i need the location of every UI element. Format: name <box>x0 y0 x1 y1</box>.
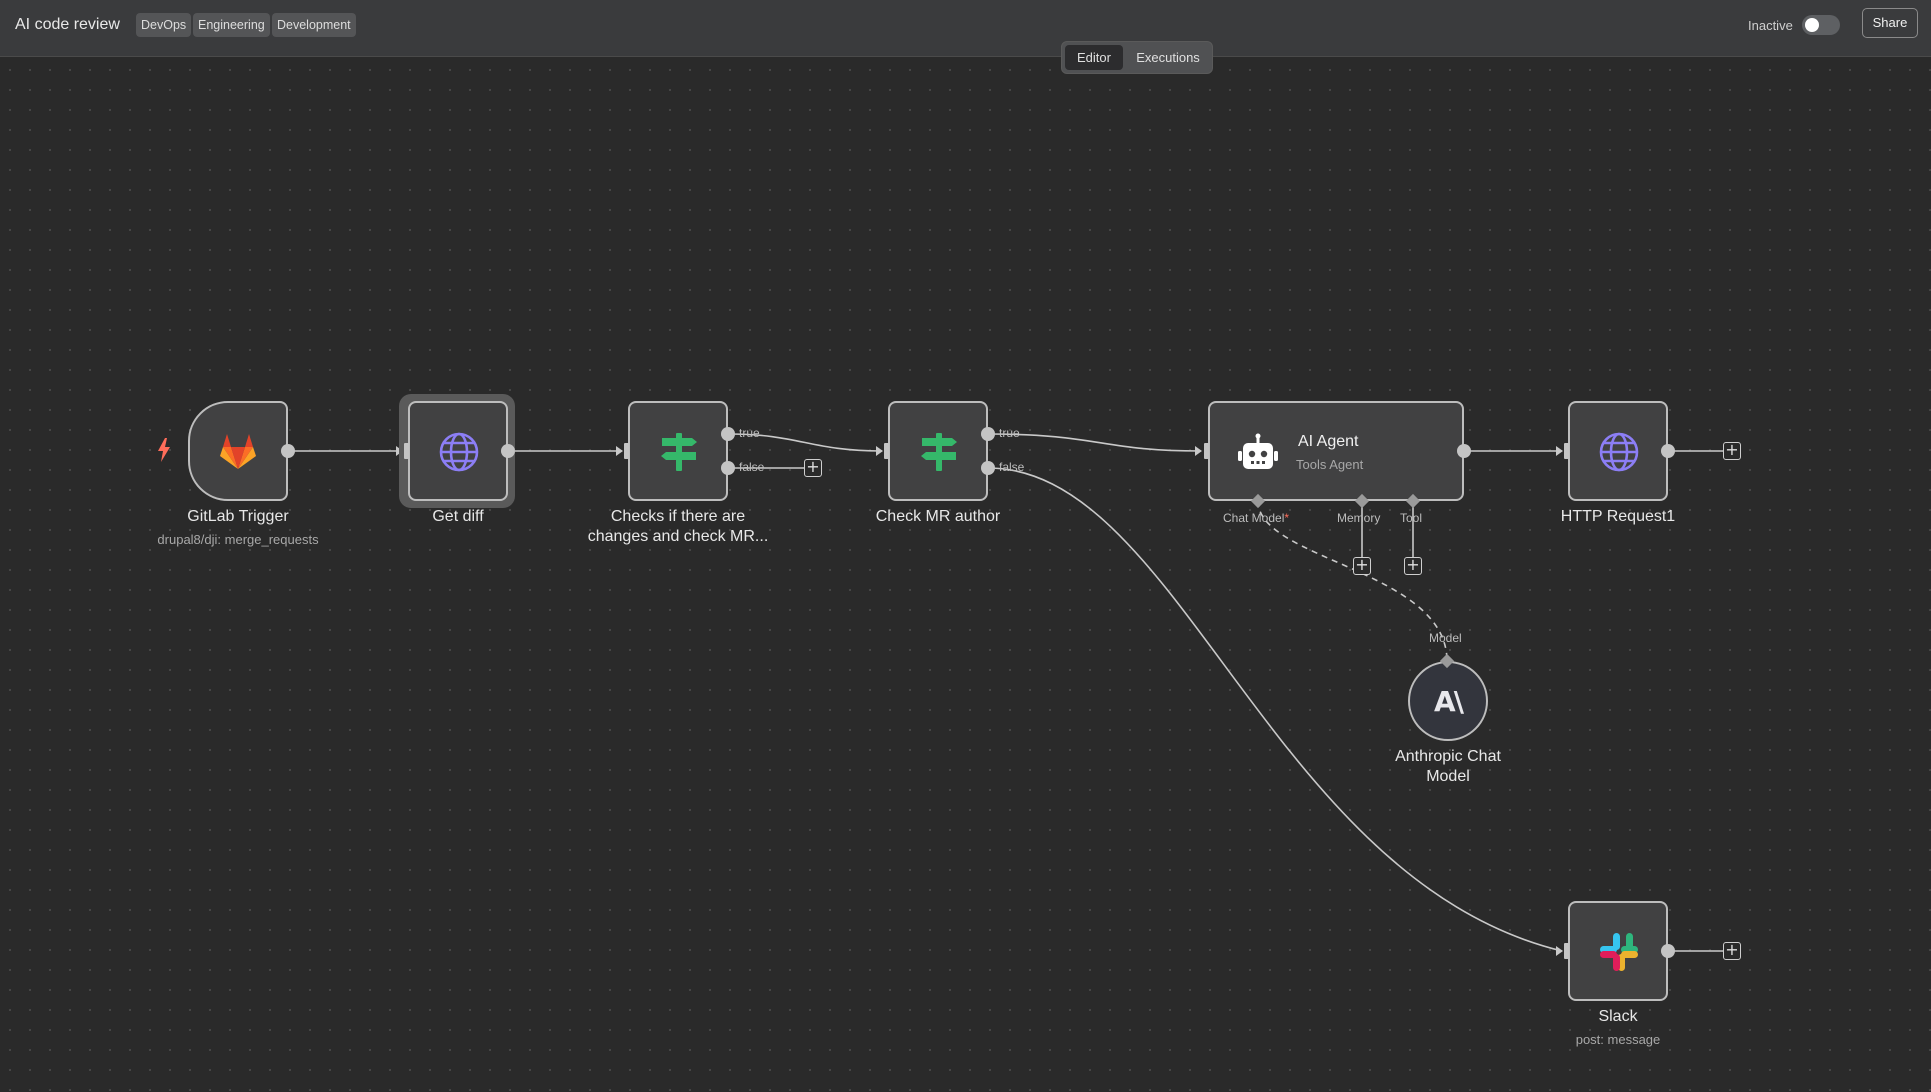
add-node-plus-button[interactable]: + <box>804 459 822 477</box>
share-button[interactable]: Share <box>1862 8 1918 38</box>
node-get-diff[interactable] <box>408 401 508 501</box>
output-handle[interactable] <box>1661 944 1675 958</box>
add-node-plus-button[interactable]: + <box>1723 942 1741 960</box>
globe-icon <box>1599 432 1639 472</box>
tag-engineering[interactable]: Engineering <box>193 13 270 37</box>
tag-development[interactable]: Development <box>272 13 356 37</box>
top-bar: AI code review DevOps Engineering Develo… <box>0 0 1931 57</box>
node-subtitle: Tools Agent <box>1296 457 1364 472</box>
arrowhead <box>1556 446 1563 456</box>
input-handle[interactable] <box>884 443 889 459</box>
output-handle[interactable] <box>281 444 295 458</box>
output-label-false: false <box>999 460 1025 474</box>
output-handle-true[interactable] <box>981 427 995 441</box>
node-label: Slack <box>1598 1008 1638 1025</box>
toggle-knob <box>1805 18 1819 32</box>
input-handle[interactable] <box>1204 443 1209 459</box>
node-anthropic-chat-model[interactable]: A\ <box>1408 661 1488 741</box>
workflow-title[interactable]: AI code review <box>15 16 120 33</box>
output-label-true: true <box>739 426 760 440</box>
output-handle-false[interactable] <box>981 461 995 475</box>
input-handle[interactable] <box>624 443 629 459</box>
signpost-icon <box>661 433 697 471</box>
node-checks-changes[interactable] <box>628 401 728 501</box>
output-handle[interactable] <box>1457 444 1471 458</box>
node-label: HTTP Request1 <box>1560 508 1676 525</box>
view-switch: Editor Executions <box>1061 41 1213 74</box>
globe-icon <box>439 432 479 472</box>
output-label-false: false <box>739 460 765 474</box>
gitlab-icon <box>220 434 256 469</box>
node-ai-agent[interactable]: AI Agent Tools Agent <box>1208 401 1464 501</box>
active-status-label: Inactive <box>1748 18 1793 33</box>
output-label-true: true <box>999 426 1020 440</box>
node-label-line2: changes and check MR... <box>587 528 769 545</box>
output-handle[interactable] <box>501 444 515 458</box>
port-label-model: Model <box>1429 631 1462 645</box>
node-label-line1: Checks if there are <box>610 508 746 525</box>
active-toggle[interactable] <box>1802 15 1840 35</box>
add-memory-plus-button[interactable]: + <box>1353 557 1371 575</box>
input-handle[interactable] <box>1564 443 1569 459</box>
node-label: Get diff <box>432 508 484 525</box>
node-label-line1: Anthropic Chat <box>1395 748 1501 765</box>
node-sublabel: post: message <box>1575 1032 1661 1047</box>
node-gitlab-trigger[interactable] <box>188 401 288 501</box>
connection-model-chatmodel[interactable] <box>1257 500 1448 662</box>
arrowhead <box>616 446 623 456</box>
input-handle[interactable] <box>1564 943 1569 959</box>
port-label-chat-model: Chat Model* <box>1223 511 1290 525</box>
node-sublabel: drupal8/dji: merge_requests <box>157 532 319 547</box>
connection-author-false-slack[interactable] <box>987 467 1563 952</box>
signpost-icon <box>921 433 957 471</box>
port-label-tool: Tool <box>1400 511 1423 525</box>
node-title: AI Agent <box>1298 433 1359 450</box>
output-handle[interactable] <box>1661 444 1675 458</box>
port-label-memory: Memory <box>1337 511 1381 525</box>
connection-checks-true-author[interactable] <box>727 433 883 452</box>
trigger-bolt-icon <box>158 438 170 462</box>
node-check-mr-author[interactable] <box>888 401 988 501</box>
tab-editor[interactable]: Editor <box>1065 45 1123 70</box>
connection-author-true-agent[interactable] <box>987 433 1202 452</box>
arrowhead <box>1195 446 1202 456</box>
node-label: Check MR author <box>875 508 1001 525</box>
arrowhead <box>876 446 883 456</box>
tag-devops[interactable]: DevOps <box>136 13 192 37</box>
slack-icon <box>1600 933 1638 971</box>
output-handle-false[interactable] <box>721 461 735 475</box>
node-label-line2: Model <box>1426 768 1470 785</box>
tab-executions[interactable]: Executions <box>1136 50 1200 65</box>
input-handle[interactable] <box>404 443 409 459</box>
anthropic-icon: A\ <box>1434 685 1464 718</box>
node-slack[interactable] <box>1568 901 1668 1001</box>
add-tool-plus-button[interactable]: + <box>1404 557 1422 575</box>
node-http-request1[interactable] <box>1568 401 1668 501</box>
add-node-plus-button[interactable]: + <box>1723 442 1741 460</box>
required-star: * <box>1284 511 1290 525</box>
robot-icon <box>1238 433 1278 469</box>
node-label: GitLab Trigger <box>187 508 289 525</box>
arrowhead <box>1556 946 1563 956</box>
output-handle-true[interactable] <box>721 427 735 441</box>
